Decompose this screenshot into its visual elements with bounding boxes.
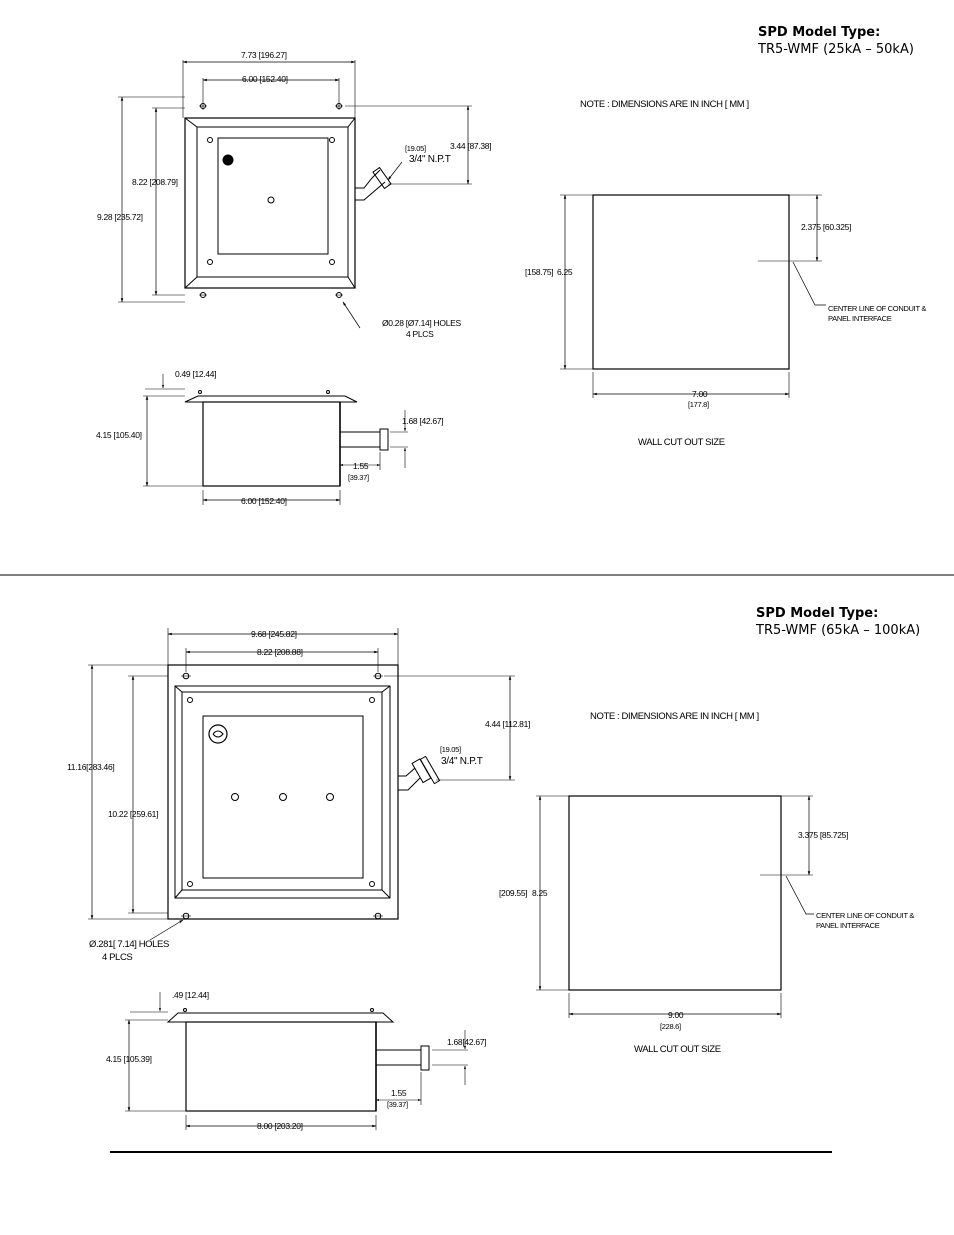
dim-inner-height: 8.22 [208.79] [132,177,178,187]
dim-cutout-height-mm: [158.75] [525,267,553,277]
conduit-size-label: 3/4" N.P.T [441,756,483,767]
units-note: NOTE : DIMENSIONS ARE IN INCH [ MM ] [580,99,749,110]
dim-overall-width: 7.73 [196.27] [241,50,287,60]
dim-conduit-mm: [19.05] [440,745,461,754]
dim-depth: 4.15 [105.40] [96,430,142,440]
front-view-large [167,664,441,920]
dim-cutout-height: 8.25 [532,888,548,898]
dim-conduit-height: 1.68 [42.67] [402,416,443,426]
front-view-small [184,102,392,298]
section-1 [118,60,826,505]
dim-cutout-width-mm: [177.8] [688,400,709,409]
dim-conduit-offset: 4.44 [112.81] [485,719,530,729]
model-type-value: TR5-WMF (25kA – 50kA) [758,42,914,57]
dim-cutout-width: 7.00 [692,389,708,399]
ge-logo-icon [222,154,234,166]
centerline-label-2: PANEL INTERFACE [816,921,880,930]
model-type-heading: SPD Model Type: [756,606,879,621]
holes-label: Ø.281[ 7.14] HOLES [89,939,169,950]
ge-logo-icon [208,724,228,744]
cutout-caption: WALL CUT OUT SIZE [638,437,725,448]
holes-count-label: 4 PLCS [406,329,434,339]
dim-box-width: 6.00 [152.40] [241,496,287,506]
holes-label: Ø0.28 [Ø7.14] HOLES [382,318,462,328]
model-type-heading: SPD Model Type: [758,25,881,40]
centerline-label: CENTER LINE OF CONDUIT & [816,911,914,920]
wall-cutout-large [568,795,782,991]
centerline-label: CENTER LINE OF CONDUIT & [828,304,926,313]
dim-cutout-height: 6.25 [557,267,573,277]
units-note: NOTE : DIMENSIONS ARE IN INCH [ MM ] [590,711,759,722]
side-view-small [184,390,389,487]
model-type-value: TR5-WMF (65kA – 100kA) [756,623,921,638]
cutout-caption: WALL CUT OUT SIZE [634,1044,721,1055]
dim-inner-height: 10.22 [259.61] [108,809,158,819]
model-type-block-1: SPD Model Type: TR5-WMF (25kA – 50kA) [758,24,914,58]
dim-cutout-height-mm: [209.55] [499,888,527,898]
centerline-label-2: PANEL INTERFACE [828,314,892,323]
section-2 [88,628,814,1130]
wall-cutout-small [592,194,790,370]
dim-box-width: 8.00 [203.20] [257,1121,303,1131]
dim-hole-spacing: 6.00 [152.40] [242,74,288,84]
dim-overall-height: 11.16[283.46] [67,762,114,772]
dim-overall-width: 9.68 [245.82] [251,629,297,639]
dim-cutout-width-mm: [228.6] [660,1022,681,1031]
dim-flange: .49 [12.44] [172,990,209,1000]
conduit-size-label: 3/4" N.P.T [409,154,451,165]
dim-overall-height: 9.28 [235.72] [97,212,143,222]
holes-count-label: 4 PLCS [102,952,132,963]
dim-conduit-offset: 3.44 [87.38] [450,141,491,151]
model-type-block-2: SPD Model Type: TR5-WMF (65kA – 100kA) [756,605,920,639]
dim-conduit-mm: [19.05] [405,144,426,153]
dim-centerline-offset: 3.375 [85.725] [798,830,848,840]
dim-flange: 0.49 [12.44] [175,369,216,379]
side-view-large [166,1008,430,1112]
dim-centerline-offset: 2.375 [60.325] [801,222,851,232]
dim-cutout-width: 9.00 [668,1010,684,1020]
dim-conduit-length-mm: [39.37] [348,473,369,482]
dim-conduit-height: 1.68[42.67] [447,1037,486,1047]
dim-conduit-length: 1.55 [391,1088,407,1098]
dim-conduit-length: 1.55 [353,461,369,471]
dim-depth: 4.15 [105.39] [106,1054,152,1064]
dim-conduit-length-mm: [39.37] [387,1100,408,1109]
dim-hole-spacing: 8.22 [208.88] [257,647,303,657]
